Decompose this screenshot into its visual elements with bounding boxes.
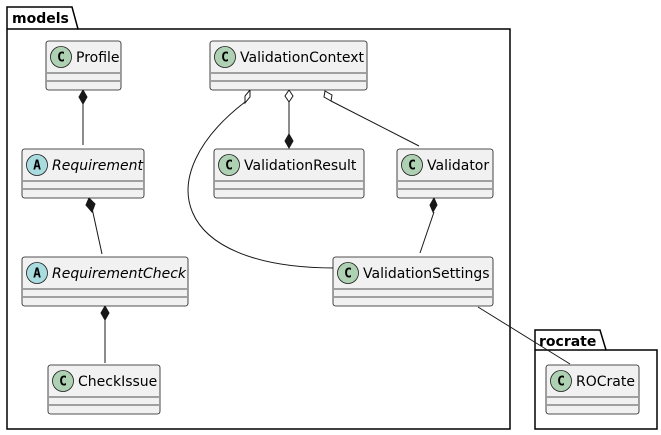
aggregation-diamond <box>284 89 294 103</box>
class-icon <box>401 154 423 176</box>
class-name: Validator <box>427 158 489 174</box>
class-box <box>21 256 189 307</box>
class-box <box>213 148 365 199</box>
class-icon <box>214 46 236 68</box>
class-icon <box>550 370 572 392</box>
class-validator: C Validator <box>396 148 494 199</box>
class-icon <box>50 46 72 68</box>
class-validationsettings: C ValidationSettings <box>332 256 494 307</box>
class-kind-letter: A <box>33 159 41 174</box>
relation-context-validator <box>330 100 420 147</box>
aggregation-diamond <box>323 90 333 102</box>
class-checkissue: C CheckIssue <box>47 364 161 415</box>
class-box <box>209 40 368 91</box>
class-name: ValidationSettings <box>363 266 490 282</box>
class-box <box>47 364 161 415</box>
class-icon <box>218 154 240 176</box>
relations <box>78 88 571 365</box>
abstract-class-icon <box>26 154 48 176</box>
class-name: CheckIssue <box>78 374 157 390</box>
package-models-label: models <box>12 11 69 27</box>
class-kind-letter: A <box>33 267 41 282</box>
class-icon <box>52 370 74 392</box>
package-rocrate: rocrate <box>534 329 658 430</box>
composition-diamond <box>100 304 110 322</box>
class-requirement: A Requirement <box>21 148 145 199</box>
class-rocrate: C ROCrate <box>545 364 640 415</box>
relation-context-settings <box>187 101 336 269</box>
composition-diamond <box>78 88 88 106</box>
class-name: ROCrate <box>576 374 635 390</box>
class-kind-letter: C <box>557 375 565 390</box>
class-name: Requirement <box>52 158 143 174</box>
class-profile: C Profile <box>45 40 122 91</box>
abstract-class-icon <box>26 262 48 284</box>
class-name: ValidationContext <box>240 50 364 66</box>
class-icon <box>337 262 359 284</box>
composition-diamond <box>85 197 96 213</box>
relation-validator-settings <box>419 211 435 254</box>
class-box <box>21 148 145 199</box>
class-name: ValidationResult <box>244 158 357 174</box>
class-name: RequirementCheck <box>52 266 187 282</box>
class-validationresult: C ValidationResult <box>213 148 365 199</box>
class-kind-letter: C <box>344 267 352 282</box>
package-models-frame <box>6 6 511 430</box>
composition-diamond <box>429 196 438 214</box>
class-name: Profile <box>76 50 120 66</box>
class-box <box>332 256 494 307</box>
class-kind-letter: C <box>57 51 65 66</box>
class-validationcontext: C ValidationContext <box>209 40 368 91</box>
class-kind-letter: C <box>225 159 233 174</box>
class-kind-letter: C <box>59 375 67 390</box>
class-requirementcheck: A RequirementCheck <box>21 256 189 307</box>
relation-settings-rocrate <box>477 306 571 365</box>
package-rocrate-frame <box>534 329 658 430</box>
class-kind-letter: C <box>408 159 416 174</box>
aggregation-diamond <box>244 88 251 105</box>
composition-diamond <box>284 132 294 150</box>
class-kind-letter: C <box>221 51 229 66</box>
package-models: models <box>6 6 511 430</box>
package-rocrate-label: rocrate <box>539 334 596 350</box>
